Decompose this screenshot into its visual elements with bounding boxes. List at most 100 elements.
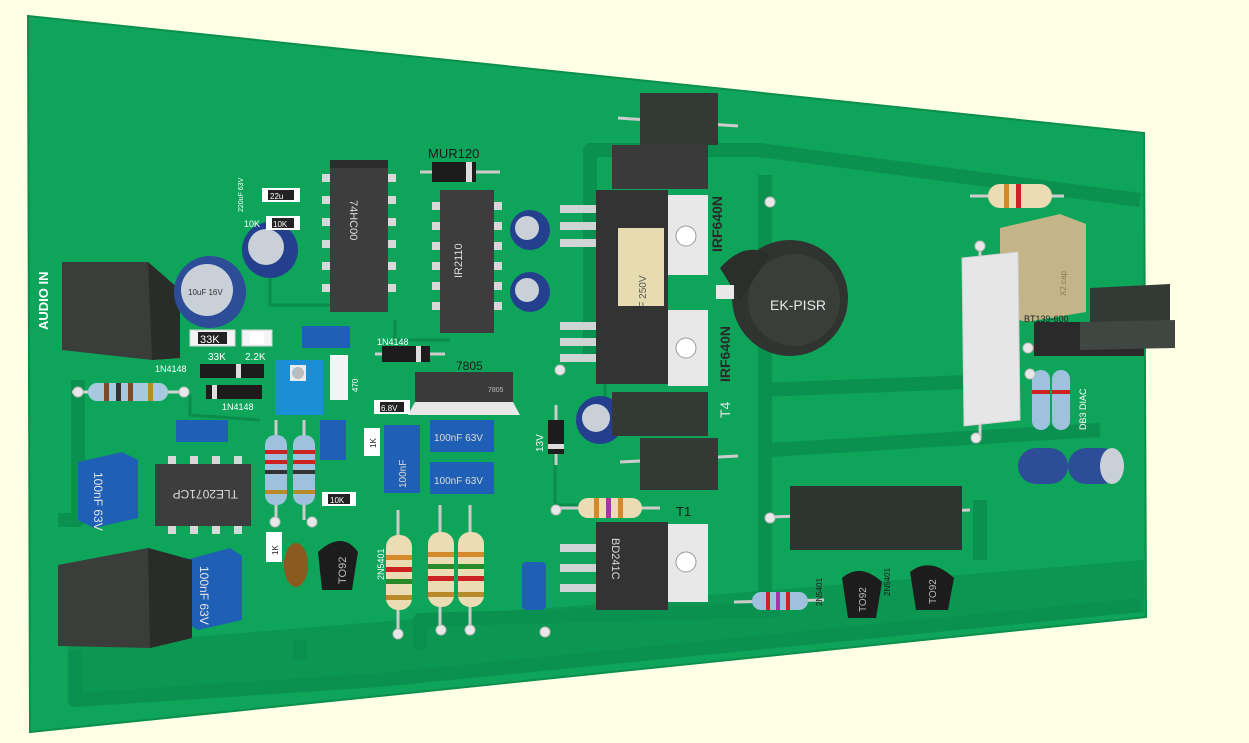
electrolytic-cap-right-b — [1068, 448, 1124, 484]
zener-13v-label: 13V — [535, 434, 546, 452]
triac-label: BT139-600 — [1024, 314, 1069, 324]
film-cap-vertical — [320, 420, 346, 460]
cap-22u-label: 22u — [270, 192, 283, 201]
electrolytic-cap-b — [510, 272, 550, 312]
resistor-vertical-right-a — [1032, 370, 1050, 430]
to92-c-label: TO92 — [928, 579, 939, 604]
cap-100n-a-label: 100nF 63V — [434, 433, 483, 444]
trimmer-pot — [275, 360, 323, 415]
mur120-label: MUR120 — [428, 146, 479, 161]
smd-pad-inner — [250, 332, 264, 344]
ceramic-cap — [284, 543, 308, 587]
output-connector-right — [1080, 284, 1175, 350]
r-10k-top-label: 10K — [273, 220, 288, 229]
audio-in-jack: AUDIO IN — [36, 262, 180, 360]
connector-top-b — [612, 145, 708, 189]
resistor-tall-a — [386, 510, 412, 635]
pcb-board — [26, 14, 1148, 734]
r-33k-smd: 33K — [189, 329, 236, 347]
ic-74hc00: 74HC00 — [322, 160, 396, 312]
r-1k-smd-b: 1K — [266, 532, 282, 562]
resistor-tall-b — [428, 505, 454, 630]
r-470-smd — [330, 355, 348, 400]
r-33k-label: 33K — [200, 334, 220, 346]
mosfet-irf640n-b — [560, 306, 708, 386]
cap-100n-d-label: 100nF 63V — [197, 566, 211, 625]
resistor-top-right — [970, 184, 1064, 208]
q-2n5401-silk-c: 2N5401 — [883, 567, 892, 596]
film-cap-horizontal — [176, 420, 228, 442]
film-cap-100n-e: 100nF — [384, 425, 420, 493]
cap-100n-c-label: 100nF 63V — [91, 472, 105, 531]
box-cap-label: X2 cap — [1059, 271, 1068, 296]
r-470-silk: 470 — [351, 378, 360, 392]
r-10k-smd-bottom: 10K — [322, 492, 356, 506]
d-1n4148-silk-b: 1N4148 — [222, 402, 254, 412]
t4-label: T4 — [717, 401, 733, 418]
diode-1n4148-c — [375, 346, 445, 362]
bd241c-label: BD241C — [609, 538, 621, 580]
film-cap-100n-c: 100nF 63V — [78, 452, 138, 531]
film-cap-small — [302, 326, 350, 348]
mosfet-a-label: IRF640N — [709, 196, 725, 252]
resistor-tall-c — [458, 505, 484, 630]
resistor-long-left — [72, 383, 182, 401]
audio-in-label: AUDIO IN — [36, 272, 51, 331]
svg-text:10uF 16V: 10uF 16V — [188, 288, 223, 297]
transistor-to92-a: TO92 — [318, 541, 358, 590]
box-cap-tan: X2 cap — [1000, 214, 1086, 322]
r-1k-a-label: 1K — [369, 438, 378, 448]
mosfet-b-label: IRF640N — [717, 326, 733, 382]
output-jack — [58, 548, 192, 648]
resistor-vertical-a — [265, 420, 287, 520]
transistor-to92-c: TO92 — [910, 565, 954, 610]
r-10k-smd-top: 10K — [266, 216, 300, 230]
film-cap-near-bd241 — [522, 562, 546, 610]
connector-top-a — [617, 93, 739, 145]
q-2n5401-silk-b: 2N5401 — [815, 577, 824, 606]
diode-mur120 — [420, 162, 500, 182]
q-2n5401-silk-a: 2N5401 — [376, 548, 386, 580]
r-2-2k-silk: 2.2K — [245, 352, 266, 363]
film-cap-100n-d: 100nF 63V — [186, 548, 242, 630]
electrolytic-cap-right-a — [1018, 448, 1068, 484]
film-cap-100n-a: 100nF 63V — [430, 420, 494, 452]
ic-ir2110: IR2110 — [432, 190, 502, 333]
resistor-vertical-right-b — [1052, 370, 1070, 430]
solder-pads — [72, 196, 1036, 640]
cap-22u-smd: 22u — [262, 188, 300, 202]
connector-t4 — [612, 392, 708, 436]
transistor-to92-b: TO92 — [842, 570, 882, 618]
diac-label: DB3 DIAC — [1078, 388, 1088, 430]
cap-100n-e-label: 100nF — [398, 460, 409, 488]
cap-22u-rating: 220uF 63V — [238, 177, 245, 212]
r-1k-b-label: 1K — [271, 545, 280, 555]
terminal-block-bottom — [769, 486, 971, 550]
electrolytic-cap-a — [510, 210, 550, 250]
t1-label: T1 — [676, 504, 691, 519]
ic-tle-label: TLE2071CP — [173, 487, 238, 501]
electrolytic-cap-large: 10uF 16V — [174, 256, 246, 328]
reg-7805-label: 7805 — [456, 359, 483, 373]
to92-b-label: TO92 — [858, 587, 869, 612]
electrolytic-cap-mid — [242, 222, 298, 278]
d-1n4148-silk-c: 1N4148 — [377, 337, 409, 347]
connector-mid — [619, 438, 739, 490]
d-1n4148-silk-a: 1N4148 — [155, 364, 187, 374]
ic-74hc00-label: 74HC00 — [347, 200, 359, 240]
diode-1n4148-b — [206, 385, 262, 399]
to92-a-label: TO92 — [337, 557, 349, 584]
zener-6v8-label: 6.8V — [381, 404, 398, 413]
ic-tle2071: TLE2071CP — [155, 456, 251, 534]
zener-6v8: 6.8V — [374, 400, 410, 414]
r-1k-smd-a: 1K — [364, 428, 380, 456]
regulator-7805: 7805 — [408, 372, 520, 415]
ic-ir2110-label: IR2110 — [453, 243, 465, 278]
inductor-label: EK-PISR — [770, 297, 826, 313]
resistor-near-t1 — [556, 498, 660, 518]
transistor-bd241c: BD241C — [560, 522, 708, 610]
zener-13v — [548, 405, 564, 465]
r-33k-silk: 33K — [208, 352, 226, 363]
cap-100n-b-label: 100nF 63V — [434, 476, 483, 487]
